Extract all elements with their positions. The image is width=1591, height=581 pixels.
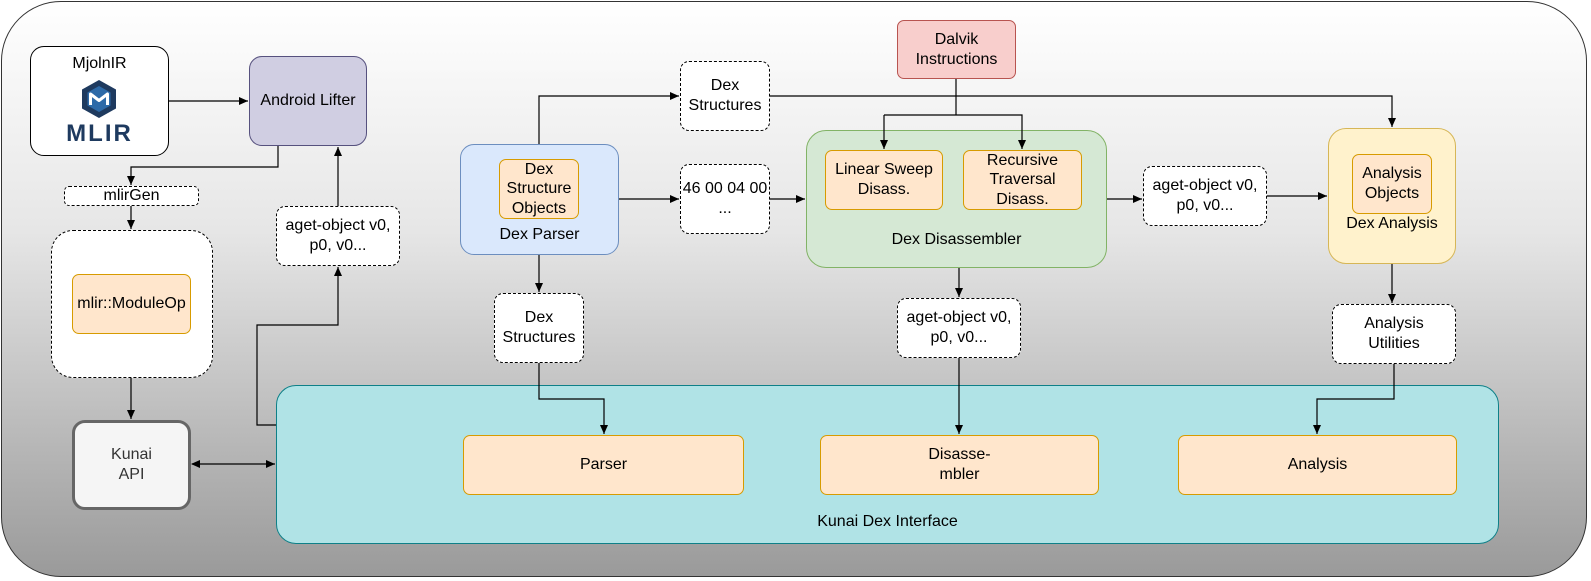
android-lifter-label: Android Lifter bbox=[260, 92, 356, 110]
aget-object-right-label: aget-object v0, p0, v0... bbox=[1152, 177, 1258, 214]
module-op-label: mlir::ModuleOp bbox=[77, 295, 186, 313]
linear-sweep-box: Linear Sweep Disass. bbox=[825, 150, 943, 210]
mlir-logo-icon bbox=[82, 80, 116, 118]
mlir-logo-text: MLIR bbox=[66, 120, 133, 147]
dalvik-instructions-box: Dalvik Instructions bbox=[897, 20, 1016, 79]
aget-object-right-box: aget-object v0, p0, v0... bbox=[1143, 166, 1267, 226]
aget-object-left-label: aget-object v0, p0, v0... bbox=[285, 217, 391, 254]
recursive-traversal-label: Recursive Traversal Disass. bbox=[986, 151, 1059, 208]
interface-analysis-label: Analysis bbox=[1287, 456, 1348, 474]
dex-structures-bottom-label: Dex Structures bbox=[502, 309, 576, 346]
dex-analysis-label: Dex Analysis bbox=[1346, 215, 1438, 232]
dex-structure-objects-box: Dex Structure Objects bbox=[499, 159, 579, 219]
interface-analysis-box: Analysis bbox=[1178, 435, 1457, 495]
aget-object-left-box: aget-object v0, p0, v0... bbox=[276, 206, 400, 266]
bytecode-bytes-label: 46 00 04 00 ... bbox=[682, 180, 768, 217]
mjolnir-label: MjolnIR bbox=[72, 55, 127, 72]
mlirgen-label: mlirGen bbox=[103, 187, 160, 205]
analysis-objects-box: Analysis Objects bbox=[1352, 154, 1432, 214]
dex-structures-bottom-box: Dex Structures bbox=[494, 293, 584, 363]
android-lifter-box: Android Lifter bbox=[249, 56, 367, 146]
interface-parser-box: Parser bbox=[463, 435, 744, 495]
dalvik-instructions-label: Dalvik Instructions bbox=[915, 30, 998, 68]
dex-structure-objects-label: Dex Structure Objects bbox=[506, 160, 572, 217]
analysis-utilities-box: Analysis Utilities bbox=[1332, 304, 1456, 364]
linear-sweep-label: Linear Sweep Disass. bbox=[835, 161, 933, 198]
interface-disassembler-label: Disasse- mbler bbox=[928, 446, 991, 483]
kunai-dex-interface-label: Kunai Dex Interface bbox=[817, 513, 958, 531]
analysis-objects-label: Analysis Objects bbox=[1362, 165, 1422, 202]
aget-object-middle-label: aget-object v0, p0, v0... bbox=[906, 309, 1012, 346]
kunai-api-box: Kunai API bbox=[72, 420, 191, 510]
module-op-box: mlir::ModuleOp bbox=[72, 274, 191, 334]
dex-disassembler-label: Dex Disassembler bbox=[891, 231, 1022, 248]
interface-disassembler-box: Disasse- mbler bbox=[820, 435, 1099, 495]
kunai-api-label: Kunai API bbox=[111, 446, 152, 483]
bytecode-bytes-box: 46 00 04 00 ... bbox=[680, 164, 770, 234]
mlirgen-box: mlirGen bbox=[64, 186, 199, 206]
recursive-traversal-box: Recursive Traversal Disass. bbox=[963, 150, 1082, 210]
interface-parser-label: Parser bbox=[579, 456, 628, 474]
dex-structures-top-box: Dex Structures bbox=[680, 61, 770, 131]
aget-object-middle-box: aget-object v0, p0, v0... bbox=[897, 298, 1021, 358]
analysis-utilities-label: Analysis Utilities bbox=[1364, 315, 1424, 352]
dex-structures-top-label: Dex Structures bbox=[688, 77, 762, 114]
dex-parser-label: Dex Parser bbox=[499, 226, 580, 243]
